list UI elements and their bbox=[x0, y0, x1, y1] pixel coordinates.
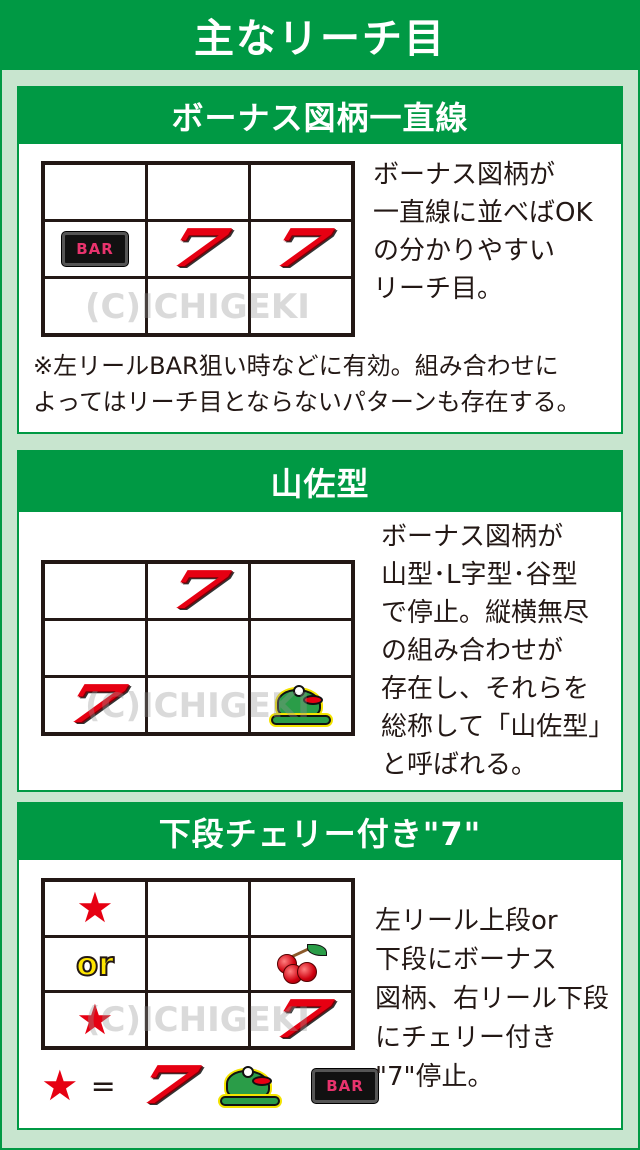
reel-cell bbox=[148, 165, 248, 219]
seven-icon: 7 bbox=[130, 1055, 206, 1116]
star-icon: ★ bbox=[76, 883, 114, 933]
seven-icon: 7 bbox=[57, 678, 133, 732]
cherry-icon bbox=[273, 942, 329, 986]
reel-cell bbox=[45, 279, 145, 333]
star-icon: ★ bbox=[76, 994, 114, 1044]
section-header: ボーナス図柄一直線 bbox=[19, 88, 621, 144]
reel-cell bbox=[251, 621, 351, 675]
seven-icon: 7 bbox=[160, 222, 236, 276]
section-body: BAR 7 7 (C)ICHIGEKI ボーナス図柄が 一直線に並べばOK の分… bbox=[19, 144, 621, 434]
reel-cell: ★ bbox=[45, 882, 145, 935]
reel-cell bbox=[251, 937, 351, 991]
reel-cell: 7 bbox=[148, 564, 248, 618]
seven-icon: 7 bbox=[263, 993, 339, 1046]
reel-cell bbox=[148, 279, 248, 333]
section-title: ボーナス図柄一直線 bbox=[171, 99, 469, 137]
reel-cell: 7 bbox=[148, 222, 248, 276]
reel-cell bbox=[45, 564, 145, 618]
section-description: ボーナス図柄が 山型･L字型･谷型 で停止。縦横無尽 の組み合わせが 存在し、そ… bbox=[381, 522, 615, 780]
reel-cell: 7 bbox=[251, 222, 351, 276]
reel-cell bbox=[251, 564, 351, 618]
reel-cell: BAR bbox=[45, 222, 145, 276]
frog-icon bbox=[271, 683, 331, 727]
reel-cell bbox=[148, 993, 248, 1046]
section-title: 山佐型 bbox=[270, 465, 370, 503]
reel-cell bbox=[148, 621, 248, 675]
page-title: 主なリーチ目 bbox=[194, 16, 446, 62]
frog-icon bbox=[219, 1064, 280, 1108]
section-description: ボーナス図柄が 一直線に並べばOK の分かりやすい リーチ目。 bbox=[373, 160, 593, 304]
reel-cell: or bbox=[45, 937, 145, 991]
or-label: or bbox=[75, 944, 115, 984]
reel-cell bbox=[251, 882, 351, 935]
section-header: 山佐型 bbox=[19, 452, 621, 512]
reel-cell bbox=[251, 165, 351, 219]
bar-icon: BAR bbox=[62, 232, 128, 266]
section-note: ※左リールBAR狙い時などに有効。組み合わせに よってはリーチ目とならないパター… bbox=[33, 352, 581, 416]
reel-grid: BAR 7 7 (C)ICHIGEKI bbox=[41, 161, 355, 337]
main-header: 主なリーチ目 bbox=[0, 0, 640, 70]
reel-cell bbox=[45, 165, 145, 219]
reel-cell bbox=[148, 678, 248, 732]
reel-cell: ★ bbox=[45, 993, 145, 1046]
reel-cell bbox=[148, 937, 248, 991]
section-body: 7 7 (C)ICHIGEKI ボーナス図柄が 山型･L字型･谷型 で停止。縦横… bbox=[19, 512, 621, 792]
section-title: 下段チェリー付き"7" bbox=[158, 815, 482, 853]
section-cherry-seven: 下段チェリー付き"7" ★ or ★ 7 (C)ICHIGEKI ★ bbox=[17, 802, 623, 1130]
seven-icon: 7 bbox=[263, 222, 339, 276]
reel-grid: 7 7 (C)ICHIGEKI bbox=[41, 560, 355, 736]
reel-cell: 7 bbox=[251, 993, 351, 1046]
reel-cell bbox=[251, 279, 351, 333]
seven-icon: 7 bbox=[160, 564, 236, 618]
reel-cell bbox=[148, 882, 248, 935]
reel-cell: 7 bbox=[45, 678, 145, 732]
reel-cell bbox=[45, 621, 145, 675]
section-yamasa: 山佐型 7 7 (C)ICHIGEKI ボーナス図柄が 山型･L字型･谷型 で停… bbox=[17, 450, 623, 792]
section-bonus-line: ボーナス図柄一直線 BAR 7 7 (C)ICHIGEKI ボーナス図柄が 一直… bbox=[17, 86, 623, 434]
equals-sign: = bbox=[90, 1068, 116, 1104]
section-description: 左リール上段or 下段にボーナス 図柄、右リール下段 にチェリー付き "7"停止… bbox=[375, 906, 610, 1092]
star-icon: ★ bbox=[41, 1061, 79, 1110]
section-body: ★ or ★ 7 (C)ICHIGEKI ★ = 7 BAR bbox=[19, 860, 621, 1130]
bar-icon: BAR bbox=[311, 1069, 378, 1103]
reel-grid: ★ or ★ 7 (C)ICHIGEKI bbox=[41, 878, 355, 1050]
section-header: 下段チェリー付き"7" bbox=[19, 804, 621, 860]
symbol-legend: ★ = 7 BAR bbox=[41, 1055, 378, 1116]
reel-cell bbox=[251, 678, 351, 732]
